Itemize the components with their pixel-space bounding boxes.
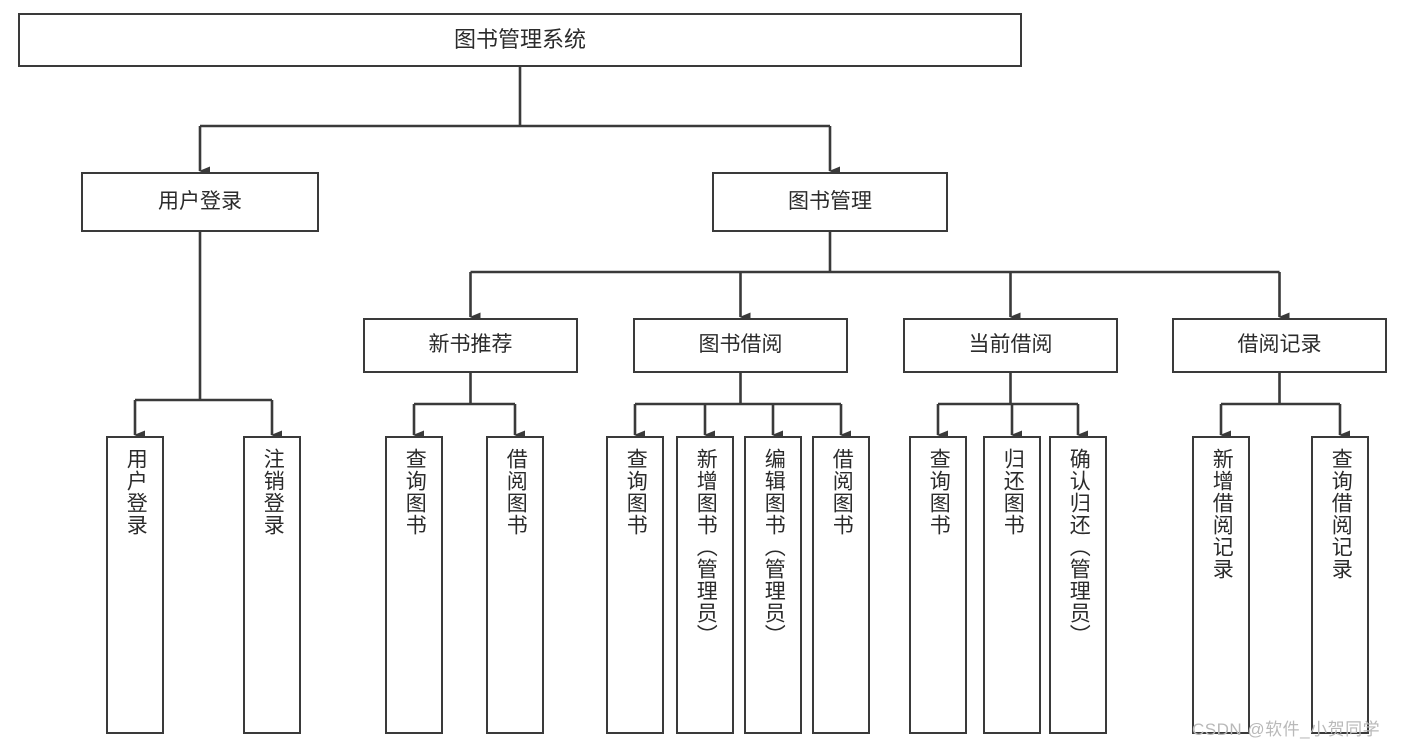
node-leaf-query-book-3-label: 查询图书 <box>927 448 951 536</box>
node-user-login[interactable]: 用户登录 <box>81 172 319 232</box>
node-leaf-logout-label: 注销登录 <box>261 448 285 536</box>
node-leaf-edit-book[interactable]: 编辑图书（管理员） <box>744 436 802 734</box>
node-leaf-confirm-return[interactable]: 确认归还（管理员） <box>1049 436 1107 734</box>
node-leaf-logout[interactable]: 注销登录 <box>243 436 301 734</box>
node-leaf-borrow-book-2-label: 借阅图书 <box>830 448 854 536</box>
node-new-book-rec-label: 新书推荐 <box>428 333 513 357</box>
node-leaf-query-book-1[interactable]: 查询图书 <box>385 436 443 734</box>
node-book-manage-label: 图书管理 <box>788 189 872 213</box>
node-leaf-return-book[interactable]: 归还图书 <box>983 436 1041 734</box>
node-borrow-record-label: 借阅记录 <box>1237 333 1322 357</box>
node-root[interactable]: 图书管理系统 <box>18 13 1022 67</box>
node-leaf-user-login[interactable]: 用户登录 <box>106 436 164 734</box>
node-root-label: 图书管理系统 <box>453 27 586 53</box>
node-leaf-borrow-book-2[interactable]: 借阅图书 <box>812 436 870 734</box>
connector-lines <box>133 67 1350 440</box>
node-leaf-query-book-1-label: 查询图书 <box>403 448 427 536</box>
node-leaf-query-record-label: 查询借阅记录 <box>1329 448 1353 580</box>
node-leaf-add-book-label: 新增图书（管理员） <box>694 448 718 646</box>
node-leaf-query-book-2[interactable]: 查询图书 <box>606 436 664 734</box>
node-book-borrow-label: 图书借阅 <box>698 333 783 357</box>
node-leaf-query-book-3[interactable]: 查询图书 <box>909 436 967 734</box>
node-leaf-borrow-book-1-label: 借阅图书 <box>504 448 528 536</box>
node-current-borrow[interactable]: 当前借阅 <box>903 318 1118 373</box>
node-leaf-add-book[interactable]: 新增图书（管理员） <box>676 436 734 734</box>
node-new-book-rec[interactable]: 新书推荐 <box>363 318 578 373</box>
node-book-manage[interactable]: 图书管理 <box>712 172 948 232</box>
node-leaf-user-login-label: 用户登录 <box>124 448 148 536</box>
node-leaf-query-book-2-label: 查询图书 <box>624 448 648 536</box>
node-current-borrow-label: 当前借阅 <box>968 333 1053 357</box>
node-book-borrow[interactable]: 图书借阅 <box>633 318 848 373</box>
node-leaf-add-record[interactable]: 新增借阅记录 <box>1192 436 1250 734</box>
node-leaf-query-record[interactable]: 查询借阅记录 <box>1311 436 1369 734</box>
node-user-login-label: 用户登录 <box>158 189 242 213</box>
node-borrow-record[interactable]: 借阅记录 <box>1172 318 1387 373</box>
node-leaf-borrow-book-1[interactable]: 借阅图书 <box>486 436 544 734</box>
node-leaf-add-record-label: 新增借阅记录 <box>1210 448 1234 580</box>
node-leaf-edit-book-label: 编辑图书（管理员） <box>762 448 786 646</box>
node-leaf-return-book-label: 归还图书 <box>1001 448 1025 536</box>
watermark-text: CSDN @软件_小贺同学 <box>1192 720 1381 739</box>
node-leaf-confirm-return-label: 确认归还（管理员） <box>1067 448 1091 646</box>
